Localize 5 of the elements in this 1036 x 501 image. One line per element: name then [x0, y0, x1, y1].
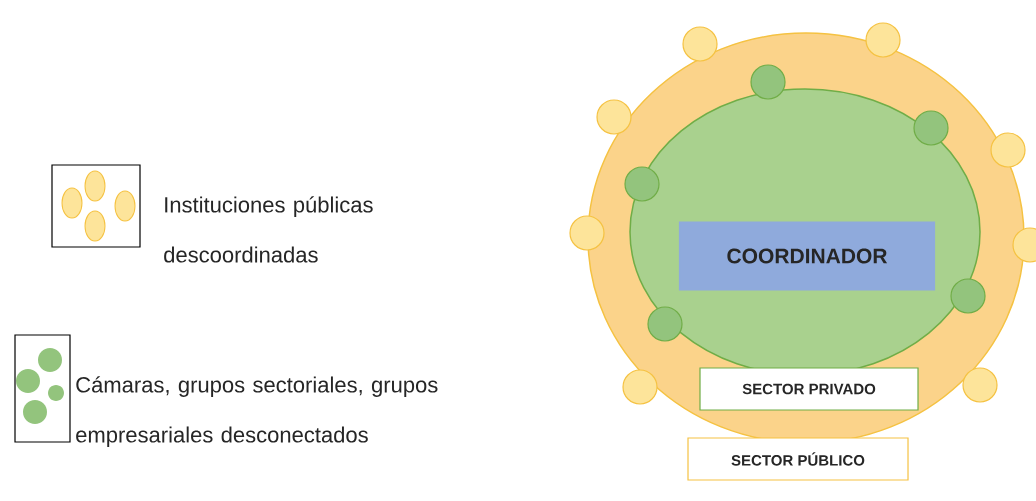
label-box: SECTOR PÚBLICO [687, 437, 909, 481]
name-box: COORDINADOR [678, 221, 936, 291]
legend-text: Instituciones públicas descoordinadas [164, 196, 373, 263]
legend-text: Cámaras, grupos sectoriales, grupos empresariales desconectados [76, 376, 438, 447]
label-box: SECTOR PRIVADO [699, 367, 919, 411]
